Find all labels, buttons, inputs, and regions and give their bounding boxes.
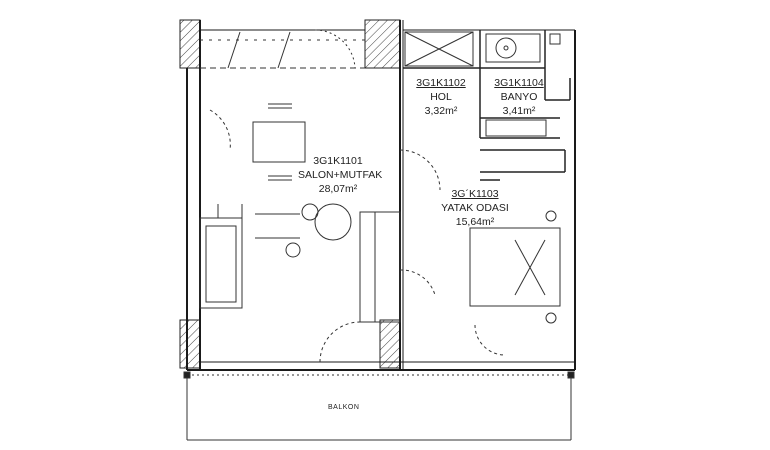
kitchen-counter [199, 204, 243, 309]
room-code-yatak: 3G´K1103 [451, 188, 499, 200]
room-name-banyo: BANYO [500, 91, 538, 103]
room-name-salon: SALON+MUTFAK [298, 169, 383, 181]
living-furniture [255, 203, 401, 323]
salon-window [200, 29, 365, 69]
room-name-hol: HOL [430, 91, 452, 103]
room-label-banyo: 3G1K1104 BANYO 3,41m² [482, 76, 556, 118]
balkon-label: BALKON [328, 404, 360, 411]
interior-walls [403, 30, 571, 181]
banyo-fixtures [485, 33, 561, 137]
room-code-banyo: 3G1K1104 [494, 77, 544, 89]
room-area-banyo: 3,41m² [502, 105, 536, 117]
dining-table [252, 103, 306, 181]
balcony [183, 371, 575, 441]
room-name-yatak: YATAK ODASI [441, 202, 509, 214]
room-area-salon: 28,07m² [318, 183, 358, 195]
room-label-salon: 3G1K1101 SALON+MUTFAK 28,07m² [298, 154, 383, 196]
door-swings [209, 109, 506, 363]
room-code-salon: 3G1K1101 [313, 155, 363, 167]
room-code-hol: 3G1K1102 [416, 77, 466, 89]
room-label-hol: 3G1K1102 HOL 3,32m² [406, 76, 476, 118]
room-label-yatak: 3G´K1103 YATAK ODASI 15,64m² [432, 187, 518, 229]
bed [469, 210, 561, 324]
room-area-yatak: 15,64m² [455, 216, 495, 228]
hol-closet [404, 31, 474, 67]
room-area-hol: 3,32m² [424, 105, 458, 117]
